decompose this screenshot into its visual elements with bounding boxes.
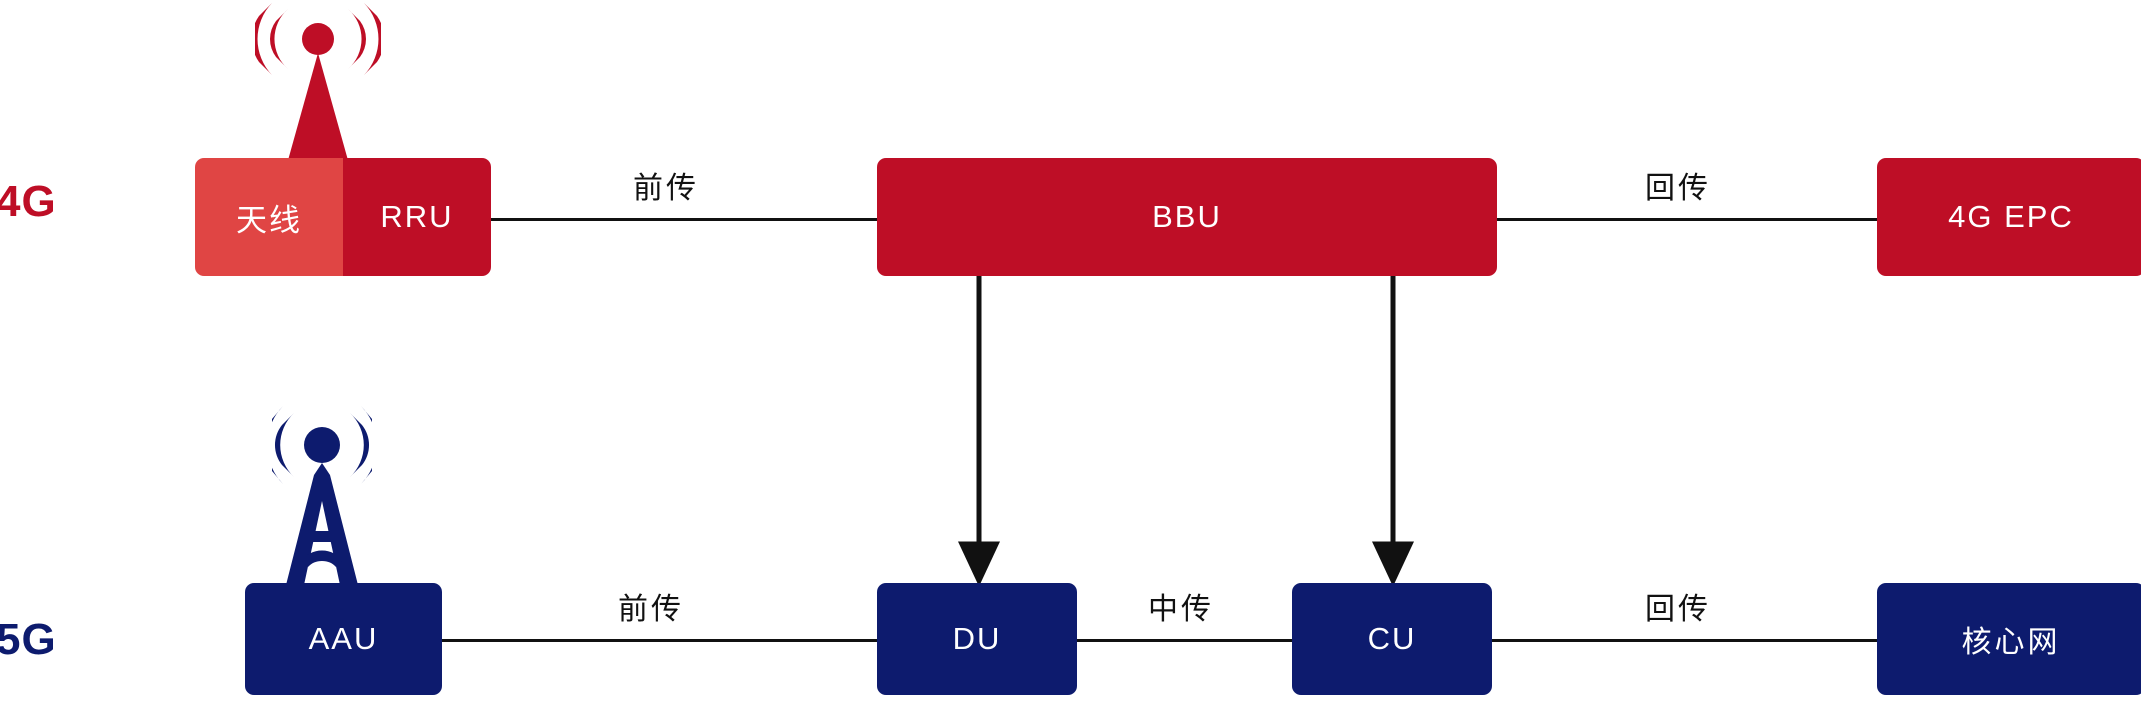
mapping-arrow-bbu-to-cu — [1371, 272, 1414, 587]
link-line-backhaul-5g — [1488, 639, 1880, 642]
node-core-network[interactable]: 核心网 — [1877, 583, 2141, 695]
node-rru-label: RRU — [343, 158, 491, 276]
mapping-arrow-bbu-to-du — [957, 272, 1000, 587]
node-4g-epc-label: 4G EPC — [1948, 199, 2074, 234]
cell-tower-icon-5g — [272, 406, 372, 585]
node-du-label: DU — [952, 621, 1002, 656]
node-bbu[interactable]: BBU — [877, 158, 1497, 276]
link-line-backhaul-4g — [1490, 218, 1880, 221]
node-aau[interactable]: AAU — [245, 583, 442, 695]
link-line-fronthaul-5g — [440, 639, 880, 642]
link-line-fronthaul-4g — [470, 218, 890, 221]
link-label-fronthaul-5g: 前传 — [618, 593, 684, 626]
node-core-network-label: 核心网 — [1961, 626, 2061, 659]
link-label-backhaul-5g: 回传 — [1645, 593, 1711, 626]
node-cu[interactable]: CU — [1292, 583, 1492, 695]
link-label-midhaul-5g: 中传 — [1148, 593, 1214, 626]
node-antenna-label: 天线 — [195, 158, 343, 276]
node-cu-label: CU — [1367, 621, 1417, 656]
node-bbu-label: BBU — [1152, 199, 1222, 234]
cell-tower-icon-4g — [255, 3, 381, 171]
node-4g-epc[interactable]: 4G EPC — [1877, 158, 2141, 276]
link-line-midhaul-5g — [1073, 639, 1296, 642]
node-antenna-rru[interactable]: 天线 RRU — [195, 158, 491, 276]
row-label-4g: 4G — [0, 177, 57, 226]
link-label-fronthaul-4g: 前传 — [633, 172, 699, 205]
row-label-5g: 5G — [0, 615, 57, 664]
link-label-backhaul-4g: 回传 — [1645, 172, 1711, 205]
node-aau-label: AAU — [308, 621, 379, 656]
node-du[interactable]: DU — [877, 583, 1077, 695]
